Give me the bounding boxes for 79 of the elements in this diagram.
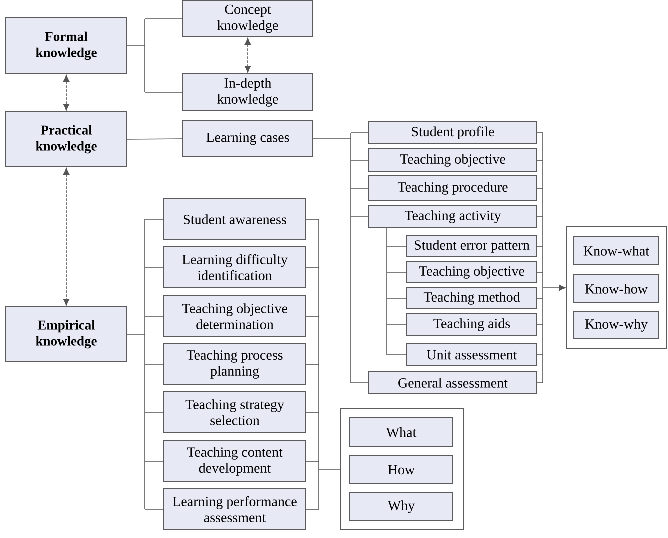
connector-line [386, 354, 408, 356]
connector-line [536, 160, 544, 161]
connector-line [536, 354, 544, 356]
dashed-arrow [63, 168, 70, 306]
connector-line [542, 132, 544, 384]
connector-line [386, 228, 388, 356]
connector-line [350, 132, 352, 384]
connector-line [306, 364, 320, 365]
connector-line [536, 324, 544, 326]
connector-line [536, 272, 544, 273]
connector-line [386, 324, 408, 326]
connector-line [306, 461, 320, 462]
connector-line [144, 92, 184, 93]
text-box: Learning difficulty identification [164, 246, 306, 288]
connector-line [350, 382, 370, 384]
text-box: Formal knowledge [6, 18, 128, 74]
text-box: Concept knowledge [182, 0, 314, 38]
connector-line [350, 188, 370, 189]
connector-line [144, 219, 164, 220]
connector-line [536, 216, 544, 218]
dashed-arrow [244, 38, 252, 73]
connector-line [386, 298, 408, 299]
text-box: Learning performance assessment [164, 488, 306, 530]
connector-line [144, 18, 184, 20]
text-box: Student profile [368, 122, 538, 144]
connector-line [536, 298, 544, 299]
connector-line [306, 267, 320, 268]
arrow [542, 284, 566, 292]
connector-line [536, 188, 544, 189]
connector-line [144, 461, 164, 462]
text-box: Student error pattern [406, 236, 538, 258]
connector-line [386, 246, 408, 247]
connector-line [318, 469, 342, 470]
text-box: Teaching aids [406, 314, 538, 336]
connector-line [144, 509, 164, 510]
text-box: In-depth knowledge [182, 74, 314, 112]
text-box: Teaching objective [368, 148, 538, 172]
text-box: Teaching procedure [368, 176, 538, 202]
connector-line [306, 219, 320, 220]
text-box: Teaching content development [164, 440, 306, 482]
text-box: Teaching objective determination [164, 296, 306, 338]
connector-line [144, 316, 164, 317]
dashed-arrow [63, 75, 70, 111]
text-box: General assessment [368, 372, 538, 394]
connector-line [386, 272, 408, 273]
connector-line [350, 216, 370, 218]
connector-line [306, 509, 320, 510]
connector-line [306, 316, 320, 317]
connector-line [144, 364, 164, 365]
text-box: Know-how [574, 274, 660, 304]
connector-line [144, 412, 164, 413]
text-box: What [350, 418, 454, 448]
text-box: Practical knowledge [6, 112, 128, 168]
connector-line [318, 219, 320, 510]
text-box: Teaching process planning [164, 344, 306, 386]
connector-line [144, 267, 164, 268]
connector-line [350, 132, 370, 134]
text-box: How [350, 456, 454, 484]
connector-line [312, 138, 352, 140]
text-box: Why [350, 492, 454, 522]
connector-line [536, 246, 544, 247]
text-box: Teaching method [406, 288, 538, 310]
connector-line [536, 382, 544, 384]
text-box: Teaching objective [406, 262, 538, 284]
text-box: Unit assessment [406, 344, 538, 366]
connector-line [350, 160, 370, 161]
text-box: Know-why [574, 312, 660, 340]
connector-line [144, 18, 146, 93]
text-box: Teaching strategy selection [164, 392, 306, 434]
connector-line [536, 132, 544, 134]
text-box: Teaching activity [368, 206, 538, 228]
text-box: Learning cases [182, 120, 314, 158]
connector-line [126, 138, 184, 140]
text-box: Empirical knowledge [6, 306, 128, 362]
text-box: Know-what [574, 236, 660, 266]
connector-line [306, 412, 320, 413]
text-box: Student awareness [164, 198, 306, 240]
connector-line [126, 334, 146, 335]
connector-line [144, 219, 146, 510]
